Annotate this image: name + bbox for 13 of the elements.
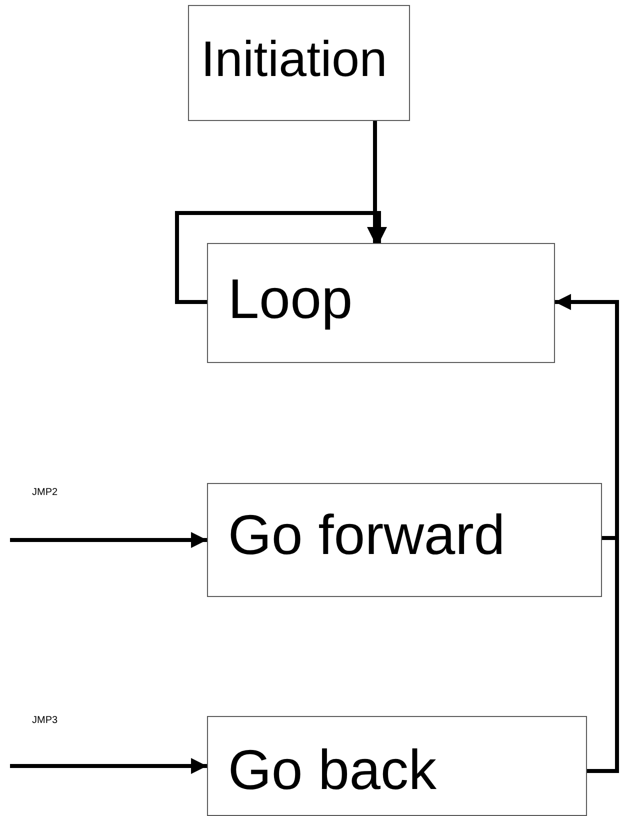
arrow bbox=[10, 758, 207, 774]
arrow bbox=[175, 211, 387, 304]
process-box bbox=[207, 716, 587, 816]
signal-label: JMP2 bbox=[32, 487, 58, 498]
box-label: Go forward bbox=[228, 502, 505, 567]
box-label: Loop bbox=[228, 266, 353, 331]
process-box bbox=[207, 243, 555, 363]
process-box bbox=[207, 483, 602, 597]
process-box bbox=[188, 5, 410, 121]
arrow bbox=[10, 532, 207, 548]
signal-label: JMP3 bbox=[32, 715, 58, 726]
box-label: Initiation bbox=[201, 30, 388, 88]
box-label: Go back bbox=[228, 737, 437, 802]
